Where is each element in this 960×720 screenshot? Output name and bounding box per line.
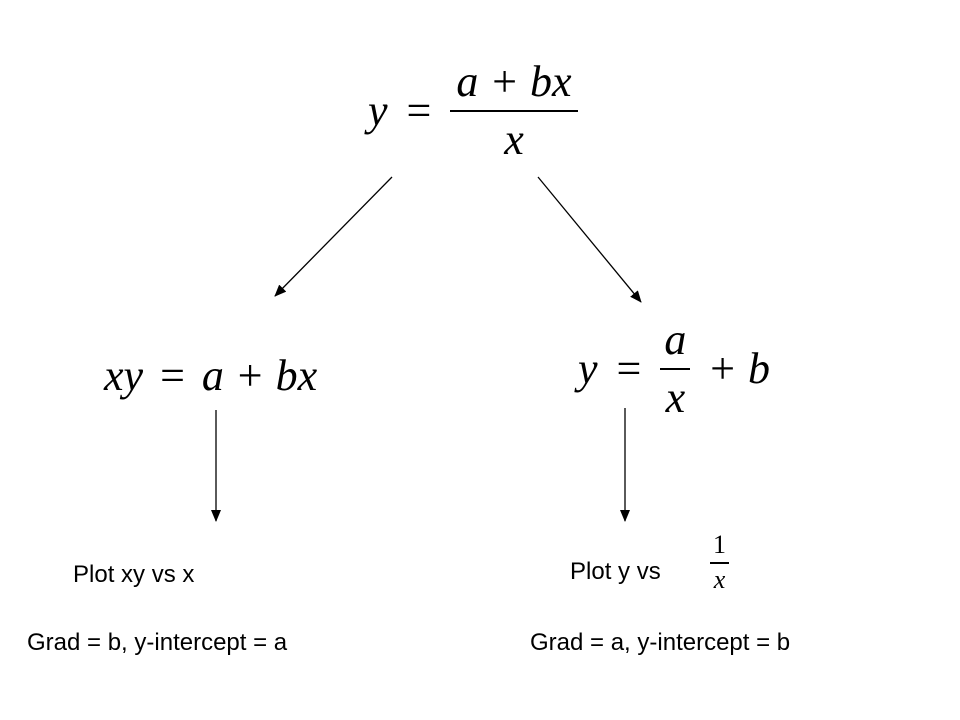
top-equation: y = a + bx x xyxy=(368,60,578,162)
left-result-text: Grad = b, y-intercept = a xyxy=(27,629,288,656)
top-equation-fraction-bar xyxy=(450,110,578,112)
top-equation-numerator: a + bx xyxy=(456,57,572,106)
right-plot-fraction: 1 x xyxy=(710,532,729,593)
right-plot-fraction-numerator: 1 xyxy=(713,530,726,559)
left-equation: xy = a + bx xyxy=(104,354,317,398)
right-plot-text: Plot y vs xyxy=(570,558,661,585)
right-equation-tail: + b xyxy=(707,344,771,393)
top-equation-equals: = xyxy=(406,86,432,135)
right-result-text: Grad = a, y-intercept = b xyxy=(530,629,791,656)
right-plot-fraction-denominator: x xyxy=(713,564,726,594)
left-plot-text: Plot xy vs x xyxy=(73,561,195,588)
left-equation-equals: = xyxy=(160,351,185,400)
left-equation-rhs: a + bx xyxy=(201,351,318,400)
right-equation: y = a x + b xyxy=(578,318,770,420)
top-equation-fraction: a + bx x xyxy=(450,57,578,164)
right-equation-denominator: x xyxy=(665,373,686,422)
arrow-to-left-equation xyxy=(274,176,393,297)
top-equation-lhs: y xyxy=(368,86,388,135)
right-equation-lhs: y xyxy=(578,344,598,393)
right-plot-fraction-bar xyxy=(710,562,729,564)
left-equation-lhs: xy xyxy=(104,351,144,400)
top-equation-denominator: x xyxy=(504,115,524,164)
arrow-to-right-equation xyxy=(537,176,642,303)
right-equation-fraction-bar xyxy=(660,368,691,370)
right-equation-numerator: a xyxy=(664,315,687,364)
right-equation-fraction: a x xyxy=(660,315,691,422)
right-plot-fraction-group: 1 x xyxy=(710,532,729,593)
right-equation-equals: = xyxy=(616,344,642,393)
